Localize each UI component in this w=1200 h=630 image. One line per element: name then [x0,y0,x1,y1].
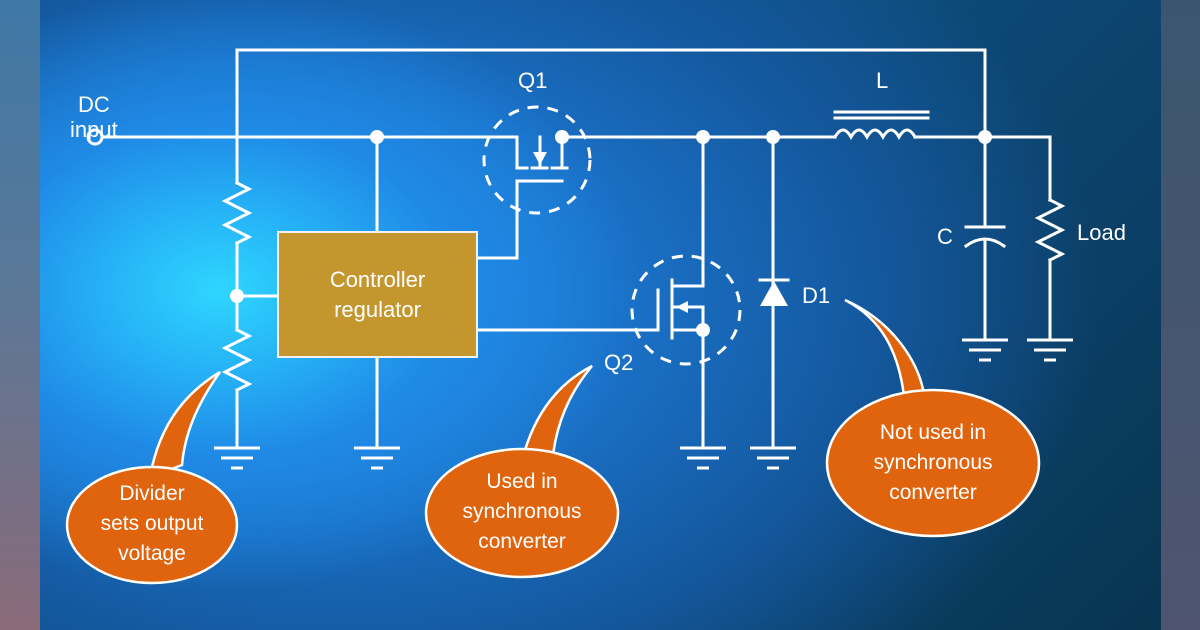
callout-q2 [424,447,620,579]
q2-arrow-icon [676,301,688,313]
controller-label-line2: regulator [334,296,421,322]
q1-outline-circle [482,105,592,215]
ground-icon [354,446,400,470]
callout-tail-q2 [518,364,593,472]
callout-line: synchronous [873,451,993,474]
callout-line: voltage [118,542,186,565]
dc-input-label-line1: DC [77,92,110,117]
controller-regulator-block: Controller regulator [277,231,478,358]
load-label: Load [1077,220,1126,245]
inductor-coil [832,128,918,141]
callout-line: Not used in [879,421,987,444]
callout-d1-text: Not used in synchronous converter [838,418,1028,508]
callout-divider-text: Divider sets output voltage [72,479,232,569]
resistor-top [221,180,253,246]
q2-outline-circle [630,254,742,366]
ground-icon [214,446,260,470]
d1-diode-icon [760,281,788,306]
q2-label: Q2 [604,350,634,375]
ground-icon [750,446,796,470]
callout-d1 [825,388,1041,538]
ground-icon [962,338,1008,362]
callout-tail-divider [148,370,222,479]
q1-drain [505,135,529,170]
d1-label: D1 [802,283,831,308]
callout-q2-text: Used in synchronous converter [432,467,612,557]
ground-icon [1027,338,1073,362]
dc-input-terminal [86,128,104,146]
callout-tail-d1 [844,298,927,407]
controller-label-line1: Controller [329,266,426,292]
dc-input-label: DC input [70,92,118,142]
callout-line: Used in [486,470,558,493]
capacitor-label: C [937,224,953,249]
feedback-wire [235,48,987,137]
output-rail-wire [928,135,1052,202]
dc-input-label-line2: input [70,117,118,142]
callout-joins [150,394,932,482]
q2-gate-wire [476,288,660,332]
inductor-label: L [876,68,889,93]
ground-icon [680,446,726,470]
callout-line: converter [478,530,566,553]
q2-drain [670,135,705,288]
right-border-strip [1161,0,1200,630]
callout-shapes [65,298,1041,585]
ground-symbols [214,338,1073,470]
load-resistor [1034,197,1066,263]
junction-dots [230,130,992,337]
q1-gate-wire [476,179,564,260]
q1-arrow-icon [533,152,547,165]
callout-divider [65,465,239,585]
callout-line: converter [889,481,977,504]
resistor-bottom [221,327,253,393]
callout-line: synchronous [462,500,582,523]
q1-label: Q1 [518,68,548,93]
callout-line: sets output [100,512,204,535]
callout-line: Divider [119,482,185,505]
